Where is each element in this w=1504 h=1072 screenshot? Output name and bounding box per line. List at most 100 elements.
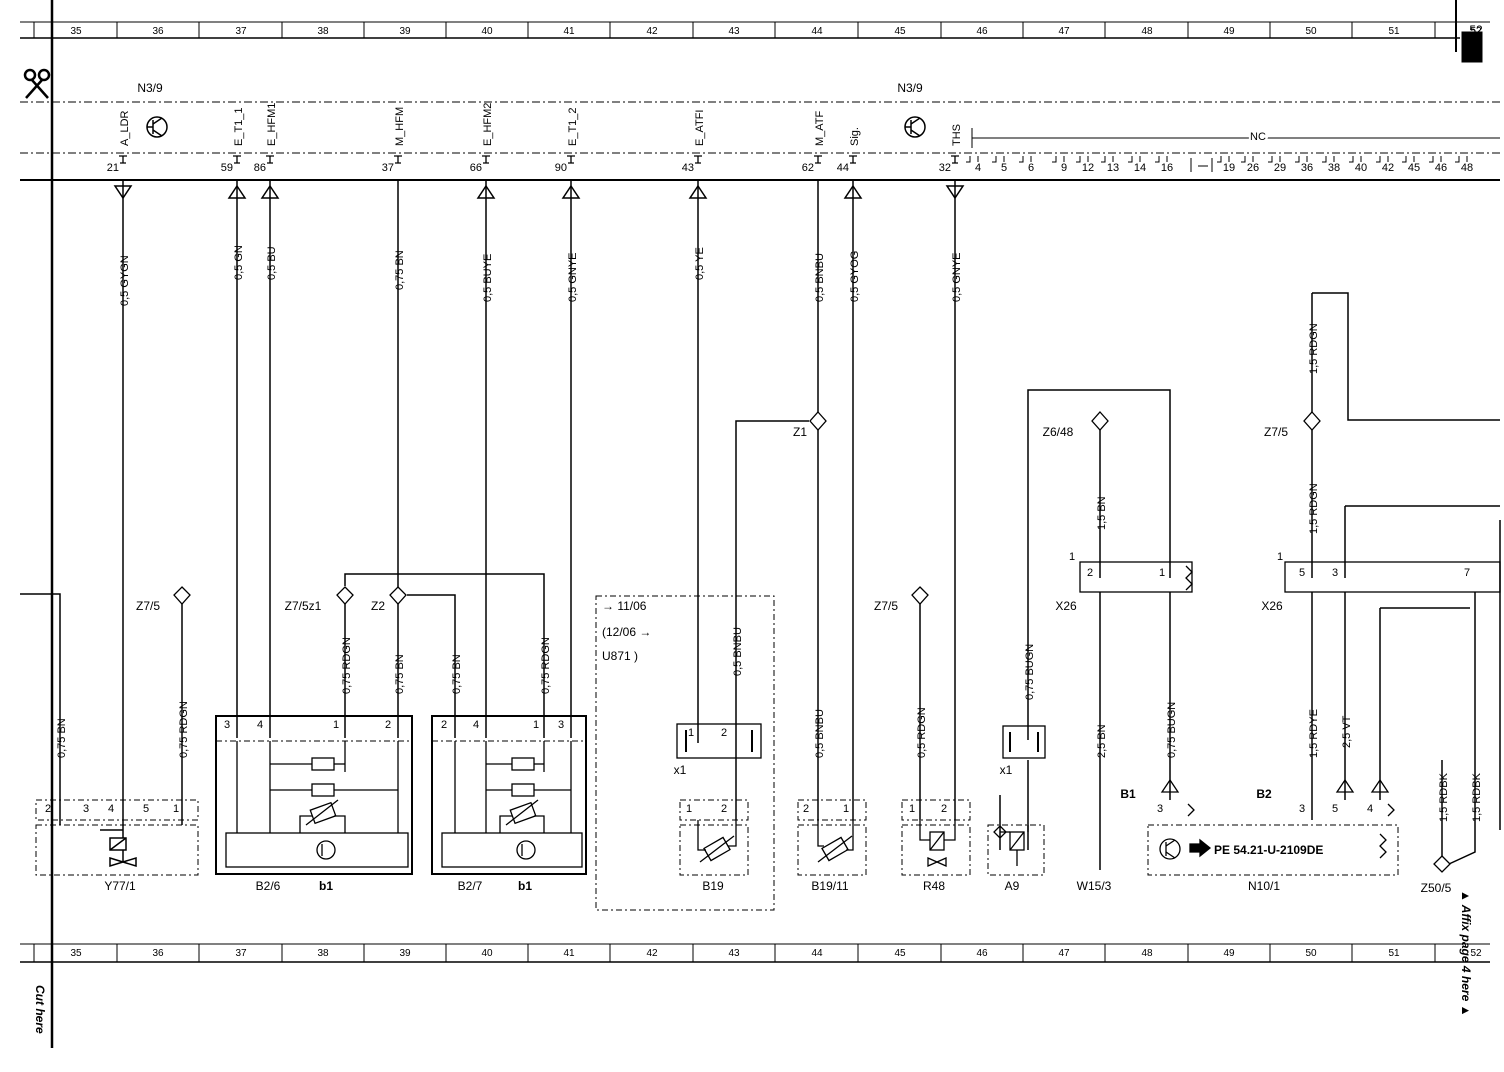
pin-tick (849, 155, 857, 164)
junction-label: Z6/48 (1043, 425, 1074, 439)
connector-name: x1 (1000, 763, 1013, 777)
pin-label: 1 (688, 727, 694, 739)
control-unit-label-left: N3/9 (137, 81, 163, 95)
nc-pin-tick (1349, 156, 1362, 163)
connector-x1-b: x1 (1000, 725, 1046, 777)
pin-label: 2 (1087, 567, 1093, 579)
arrow-icons (1160, 778, 1390, 793)
connector-x1-a: 1 2 x1 (674, 723, 762, 777)
nc-pin-label: 14 (1134, 162, 1146, 174)
pin-label: 1 (686, 803, 692, 815)
nc-pin-label: 13 (1107, 162, 1119, 174)
nc-pin-label: 29 (1274, 162, 1286, 174)
pin-label: 4 (257, 719, 263, 731)
connector-x26-a: 1 2 1 X26 (1055, 551, 1193, 613)
component-b2-6: 3 4 1 2 B2/6 b1 (215, 715, 413, 893)
wire-label: 0,5 BNBU (814, 253, 826, 302)
ruler-column-number: 40 (481, 948, 493, 959)
ruler-column-number: 41 (563, 948, 575, 959)
component-name: N10/1 (1248, 879, 1280, 893)
nc-pin-label: 46 (1435, 162, 1447, 174)
nc-pin-label: 5 (1001, 162, 1007, 174)
wire-label: 0,75 BN (56, 718, 68, 758)
variant-line-3: U871 ) (602, 649, 638, 663)
ruler-column-number: 37 (235, 948, 247, 959)
ruler-column-number: 48 (1141, 948, 1153, 959)
control-unit-signals: A_LDR21E_T1_159E_HFM186M_HFM37E_HFM266E_… (107, 103, 963, 174)
signal-name: M_ATF (814, 110, 826, 146)
signal-name: E_T1_1 (233, 107, 245, 146)
ruler-column-number: 52 (1470, 26, 1482, 37)
junction-diamond-icon (1091, 411, 1109, 431)
signal-name: A_LDR (119, 110, 131, 146)
signal-pin: 21 (107, 162, 119, 174)
wire-label: 0,75 BUGN (1024, 644, 1036, 700)
component-y77-1: 2 3 4 5 1 Y77/1 (35, 799, 199, 893)
signal-pin: 62 (802, 162, 814, 174)
component-name: B2/7 (458, 879, 483, 893)
pin-tick (482, 155, 490, 164)
connector-name: x1 (674, 763, 687, 777)
component-b2: B2 (1256, 787, 1272, 801)
nc-pin-label: 6 (1028, 162, 1034, 174)
ruler-column-number: 35 (70, 26, 82, 37)
signal-pin: 37 (382, 162, 394, 174)
pin-label: 5 (1299, 567, 1305, 579)
pin-label: 1 (333, 719, 339, 731)
junction-label: Z7/5 (1264, 425, 1288, 439)
transistor-icon (146, 116, 168, 138)
ruler-column-number: 44 (811, 26, 823, 37)
wire-label: 0,5 GNYE (567, 252, 579, 302)
wire-label: 1,5 RDBK (1438, 772, 1450, 822)
component-b19: 1 2 B19 (679, 799, 749, 893)
junction-label: Z7/5z1 (285, 599, 322, 613)
ruler-column-number: 43 (728, 26, 740, 37)
pin-label: 3 (83, 803, 89, 815)
ruler-column-number: 45 (894, 26, 906, 37)
scissors-icon (23, 68, 51, 99)
frame (20, 0, 1490, 1048)
nc-pin-tick (992, 156, 1005, 163)
wire-label: 0,5 BU (266, 246, 278, 280)
pin-tick (233, 155, 241, 164)
signal-pin: 90 (555, 162, 567, 174)
nc-pin-label: 42 (1382, 162, 1394, 174)
component-ref: PE 54.21-U-2109DE (1214, 843, 1323, 857)
ruler-column-number: 42 (646, 948, 658, 959)
pin-label: 4 (1367, 803, 1373, 815)
connector-x26-b: 1 5 3 7 X26 (1261, 551, 1501, 613)
ruler-column-number: 37 (235, 26, 247, 37)
nc-pin-tick (1322, 156, 1335, 163)
wires (20, 198, 1501, 870)
signal-name: Sig. (849, 127, 861, 146)
component-b1: B1 (1120, 787, 1136, 801)
signal-name: THS (951, 124, 963, 146)
pin-label: 1 (1069, 551, 1075, 563)
junction-diamond-icon (1433, 855, 1451, 873)
wire-label: 0,75 BN (394, 654, 406, 694)
junction-diamond-icon (911, 586, 929, 605)
pin-label: 2 (721, 803, 727, 815)
pin-label: 2 (721, 727, 727, 739)
pin-label: 5 (143, 803, 149, 815)
junction-diamond-icon (173, 586, 191, 605)
wire-labels: 0,5 GYGN 0,5 GN 0,5 BU 0,75 BN 0,5 BUYE … (56, 245, 1483, 822)
pin-tick (814, 155, 822, 164)
signal-name: M_HFM (394, 107, 406, 146)
pin-label: 7 (1464, 567, 1470, 579)
ruler-column-number: 46 (976, 948, 988, 959)
variant-line-1: → 11/06 (602, 599, 647, 613)
reference-icon (1189, 838, 1212, 858)
nc-pin-label: 36 (1301, 162, 1313, 174)
nc-pin-tick (966, 156, 979, 163)
ruler-column-number: 50 (1305, 948, 1317, 959)
ruler-column-number: 47 (1058, 948, 1070, 959)
nc-pin-label: 40 (1355, 162, 1367, 174)
wire-label: 0,5 BNBU (814, 709, 826, 758)
transistor-icon (904, 116, 926, 138)
signal-pin: 59 (221, 162, 233, 174)
pin-label: 3 (1157, 803, 1163, 815)
wire-label: 0,75 BN (451, 654, 463, 694)
